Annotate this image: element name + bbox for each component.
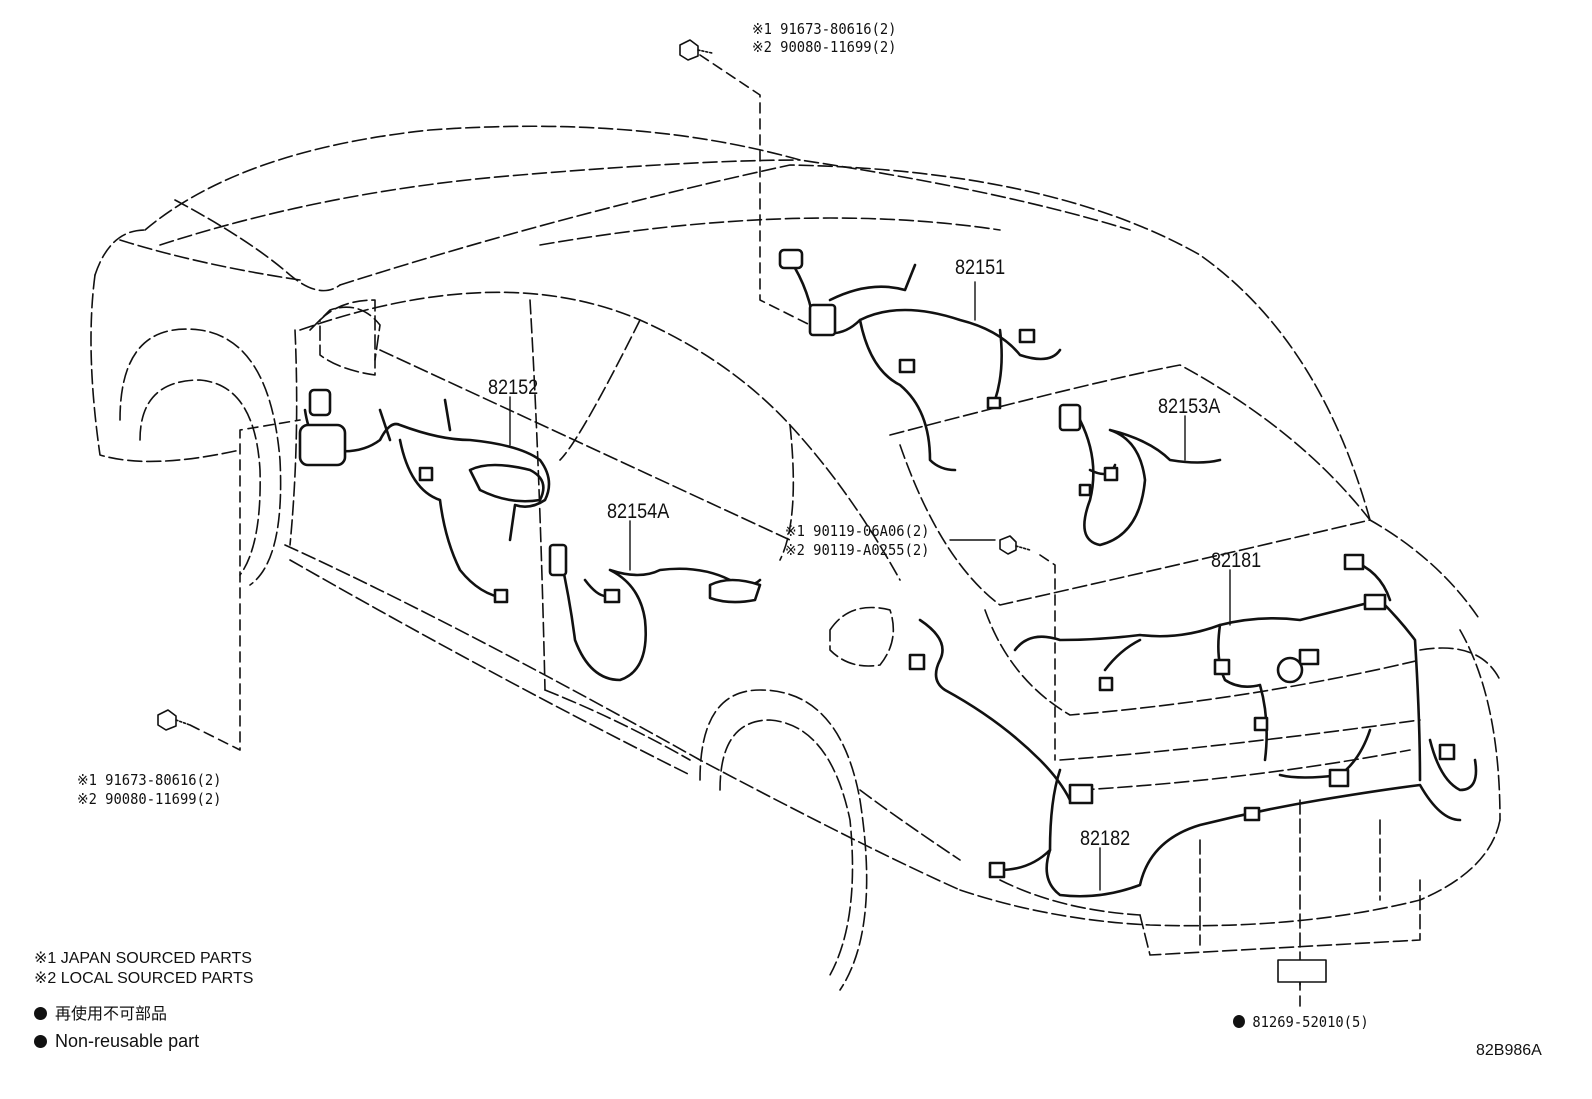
harness-bumper-82182: [908, 618, 1478, 898]
legend-nonreusable-jp-text: 再使用不可部品: [55, 1006, 168, 1023]
bolt-mid-icon: [999, 535, 1031, 555]
fastener-mid-part-1[interactable]: ※1 90119-06A06(2): [785, 522, 930, 540]
bullet-icon: [34, 1007, 47, 1020]
bolt-left-icon: [157, 709, 191, 731]
harness-luggage-82181: [1013, 553, 1422, 782]
harness-roof-82151: [778, 248, 1062, 472]
fastener-left-part-1[interactable]: ※1 91673-80616(2): [77, 771, 222, 789]
callout-82153a[interactable]: 82153A: [1158, 395, 1221, 418]
fastener-top-part-1[interactable]: ※1 91673-80616(2): [752, 20, 897, 38]
legend-note-japan: ※1 JAPAN SOURCED PARTS: [34, 950, 252, 967]
clip-part-label: 81269-52010(5): [1252, 1013, 1369, 1031]
fastener-top-part-2[interactable]: ※2 90080-11699(2): [752, 38, 897, 56]
harness-rear-left-door-82154A: [548, 543, 762, 682]
fastener-left-part-2[interactable]: ※2 90080-11699(2): [77, 790, 222, 808]
leader-lines: [189, 54, 1301, 1011]
harness-rear-door-82153A: [1058, 403, 1222, 547]
callout-leaders: [509, 281, 1231, 891]
legend-note-local: ※2 LOCAL SOURCED PARTS: [34, 970, 254, 987]
callout-82154a[interactable]: 82154A: [607, 500, 670, 523]
legend-nonreusable-en: Non-reusable part: [34, 1031, 199, 1051]
legend-nonreusable-jp: 再使用不可部品: [34, 1005, 167, 1025]
clip-icon: [1277, 959, 1327, 983]
non-reusable-marker-icon: [1233, 1015, 1245, 1028]
harness-front-door-82152: [298, 388, 551, 604]
car-outline: [90, 125, 1501, 991]
callout-82181[interactable]: 82181: [1211, 549, 1262, 572]
clip-part-number[interactable]: 81269-52010(5): [1233, 1013, 1369, 1031]
diagram-code: 82B986A: [1476, 1042, 1542, 1059]
callout-82182[interactable]: 82182: [1080, 827, 1131, 850]
callout-82151[interactable]: 82151: [955, 256, 1006, 279]
fastener-mid-part-2[interactable]: ※2 90119-A0255(2): [785, 541, 930, 559]
legend-nonreusable-en-text: Non-reusable part: [55, 1031, 200, 1051]
callout-82152[interactable]: 82152: [488, 376, 539, 399]
bolt-top-icon: [679, 39, 713, 61]
bullet-icon: [34, 1035, 47, 1048]
